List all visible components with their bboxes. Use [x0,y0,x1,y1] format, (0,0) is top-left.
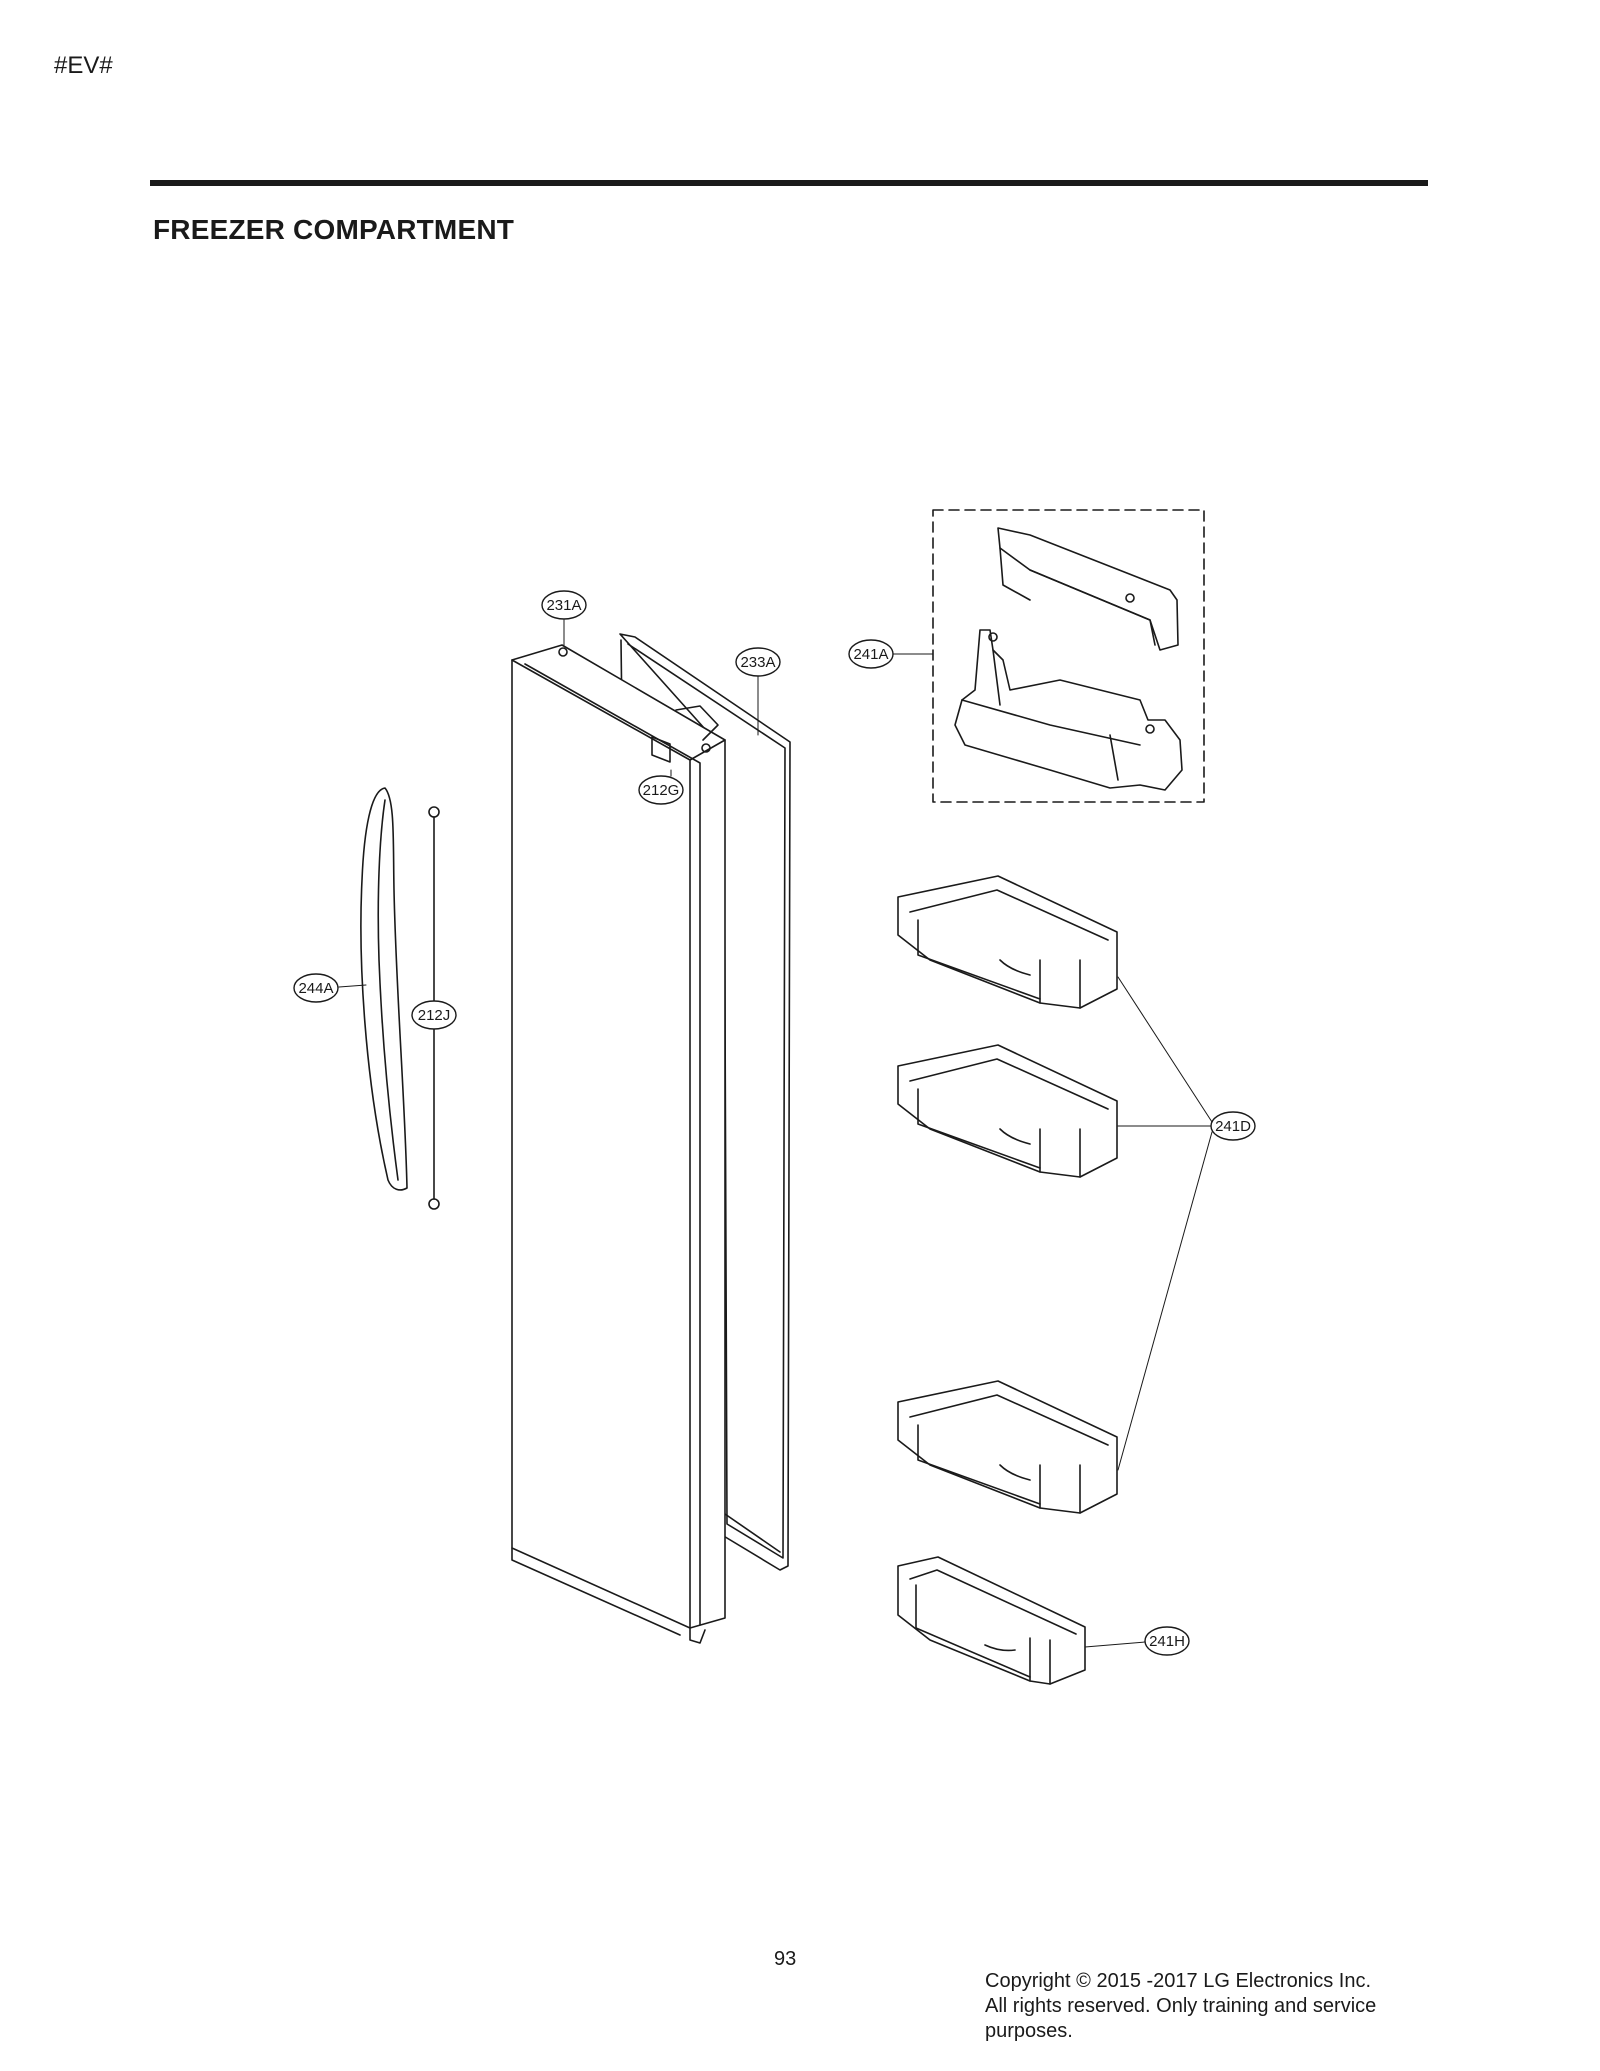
door-panel [511,644,726,1644]
svg-text:231A: 231A [546,597,581,614]
svg-text:241H: 241H [1149,1633,1185,1650]
door-basket [897,1380,1118,1514]
callout-233A: 233A [735,647,781,677]
copyright-line: Copyright © 2015 -2017 LG Electronics In… [985,1970,1372,1992]
svg-text:241D: 241D [1215,1118,1251,1135]
door-label [651,736,671,763]
svg-text:212G: 212G [643,782,680,799]
header-rule [150,180,1428,186]
callout-212G: 212G [638,775,684,805]
svg-text:233A: 233A [740,654,775,671]
callout-244A: 244A [293,973,339,1003]
small-door-basket [897,1556,1086,1685]
svg-text:212J: 212J [418,1007,451,1024]
callout-241D: 241D [1210,1111,1256,1141]
page-title: FREEZER COMPARTMENT [153,214,515,245]
copyright-notice: Copyright © 2015 -2017 LG Electronics In… [985,1969,1445,2044]
leader-lines [338,619,1213,1648]
door-handle [360,787,408,1191]
door-basket-assembly [932,509,1205,803]
callout-241H: 241H [1144,1626,1190,1656]
callout-231A: 231A [541,590,587,620]
svg-text:244A: 244A [298,980,333,997]
page-marker: #EV# [54,52,113,79]
page-number: 93 [774,1948,797,1970]
callout-241A: 241A [848,639,894,669]
copyright-line: purposes. [985,2020,1073,2042]
callout-212J: 212J [411,1000,457,1030]
door-basket [897,1044,1118,1178]
svg-text:241A: 241A [853,646,888,663]
copyright-line: All rights reserved. Only training and s… [985,1995,1377,2017]
door-basket [897,875,1118,1009]
